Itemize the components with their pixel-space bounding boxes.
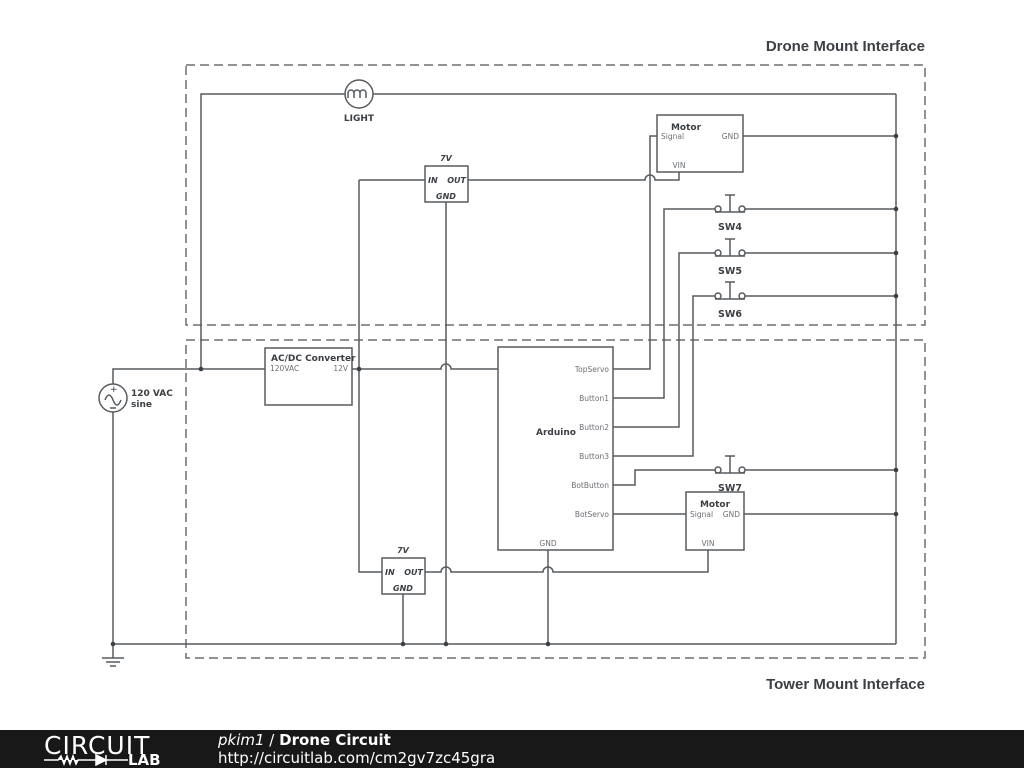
footer-title-line: pkim1 / Drone Circuit [218,731,391,749]
reg-bot-pin-in: IN [385,568,395,577]
tower-mount-region [185,339,926,659]
converter-pin-in: 120VAC [270,364,299,373]
author-link[interactable]: pkim1 [218,731,265,749]
motor-bottom[interactable]: Motor Signal GND VIN [685,491,745,551]
light-bulb[interactable]: LIGHT [344,79,375,124]
switch-label: SW4 [718,222,742,233]
motor-top-pin-gnd: GND [722,132,739,141]
wires [112,93,897,658]
ac-source-icon [98,383,128,413]
switch-label: SW7 [718,483,742,494]
motor-top-pin-vin: VIN [673,161,686,170]
schematic-canvas: Drone Mount Interface Tower Mount Interf… [98,38,926,693]
pushbutton-switch[interactable]: SW5 [714,238,746,277]
tower-mount-label: Tower Mount Interface [766,676,925,693]
ground-symbol [102,657,124,667]
arduino-pin-label: BotButton [571,481,609,490]
arduino-pin-label: TopServo [574,365,610,374]
reg-top-title: 7V [440,154,453,163]
drone-mount-label: Drone Mount Interface [766,38,925,55]
reg-top-pin-in: IN [428,176,438,185]
drone-mount-region [185,64,926,326]
footer-bar: CIRCUIT LAB pkim1 / Drone Circuit http:/… [0,730,1024,769]
motor-top-pin-signal: Signal [661,132,684,141]
svg-text:+: + [110,385,118,395]
pushbutton-switch[interactable]: SW4 [714,194,746,233]
arduino-pin-label: BotServo [575,510,610,519]
resistor-diode-icon [44,754,128,766]
source-label-2: sine [131,400,152,410]
circuit-title: Drone Circuit [279,731,391,749]
reg-top-pin-gnd: GND [436,192,456,201]
arduino-pin-label: Button2 [579,423,609,432]
junctions [110,133,899,647]
pushbutton-switch[interactable]: SW7 [714,455,746,494]
converter-pin-out: 12V [333,364,349,373]
reg-top-pin-out: OUT [447,176,466,185]
motor-bot-pin-signal: Signal [690,510,713,519]
reg-bot-title: 7V [397,546,410,555]
reg-bot-pin-gnd: GND [393,584,413,593]
reg-bot-pin-out: OUT [404,568,423,577]
arduino[interactable]: Arduino TopServoButton1Button2Button3Bot… [497,346,614,551]
motor-top[interactable]: Motor Signal GND VIN [656,114,744,173]
motor-bot-pin-gnd: GND [723,510,740,519]
motor-top-title: Motor [671,123,702,133]
arduino-title: Arduino [536,428,576,438]
arduino-pin-label: Button3 [579,452,609,461]
switch-label: SW6 [718,309,742,320]
pushbutton-switch[interactable]: SW6 [714,281,746,320]
source-label-1: 120 VAC [131,389,173,399]
motor-bot-pin-vin: VIN [702,539,715,548]
title-separator: / [264,731,280,749]
arduino-pin-label: Button1 [579,394,609,403]
circuitlab-logo-lab: LAB [128,751,161,769]
switch-label: SW5 [718,266,742,277]
regulator-top[interactable]: 7V IN OUT GND [424,154,469,203]
light-label: LIGHT [344,114,375,124]
lamp-icon [344,79,374,109]
acdc-converter[interactable]: AC/DC Converter 120VAC 12V [264,347,356,406]
arduino-pin-gnd: GND [539,539,556,548]
circuit-url[interactable]: http://circuitlab.com/cm2gv7zc45gra [218,749,496,767]
ac-source[interactable]: + 120 VAC sine [98,383,173,413]
motor-bot-title: Motor [700,500,731,510]
converter-title: AC/DC Converter [271,354,356,364]
regulator-bottom[interactable]: 7V IN OUT GND [381,546,426,595]
